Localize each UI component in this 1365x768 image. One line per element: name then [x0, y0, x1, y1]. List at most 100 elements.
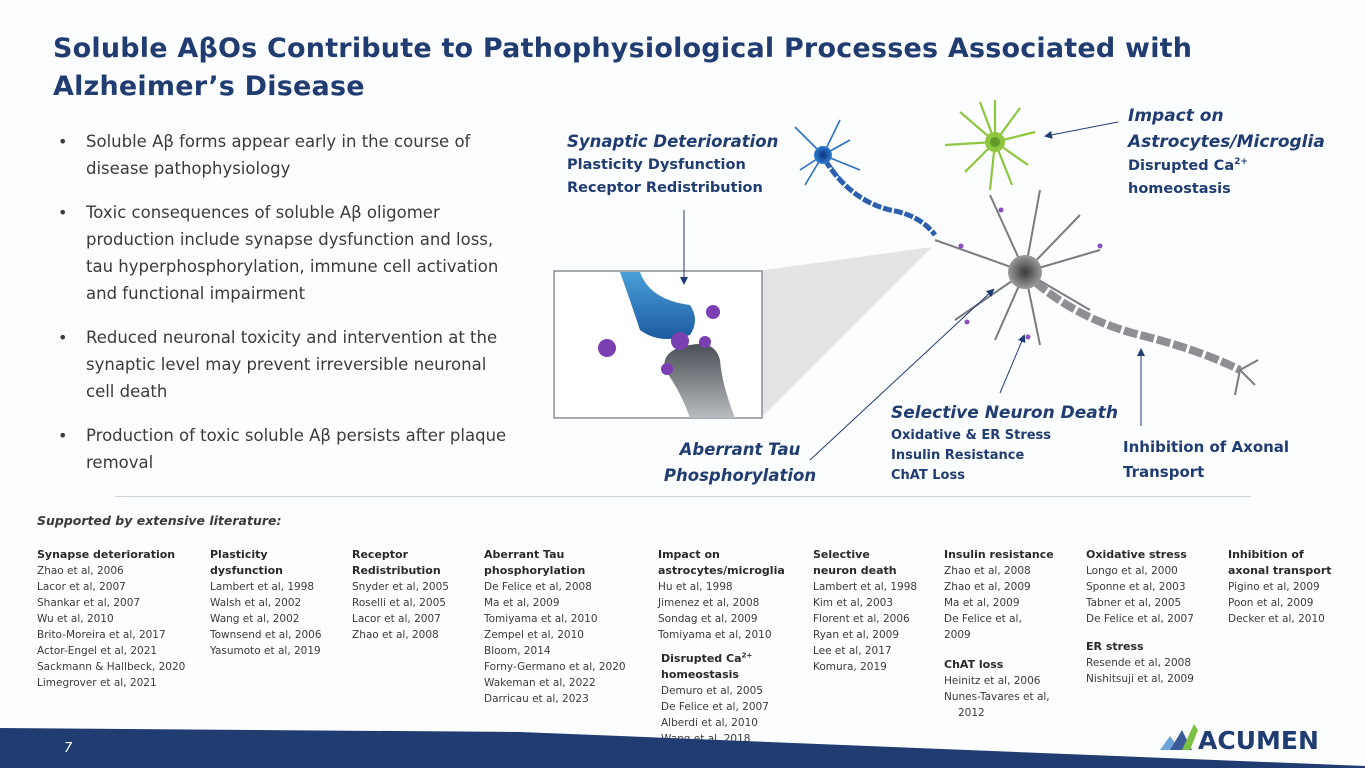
literature-column: Insulin resistance Zhao et al, 2008 Zhao… — [944, 547, 1054, 729]
reference: Jimenez et al, 2008 — [658, 597, 760, 609]
literature-group: Inhibition of axonal transport Pigino et… — [1228, 547, 1332, 627]
bullet-dot-icon: • — [58, 426, 68, 445]
astro-arrow — [1044, 121, 1119, 139]
reference: Alberdi et al, 2010 — [661, 717, 758, 729]
group-title: homeostasis — [661, 668, 739, 681]
reference: Roselli et al, 2005 — [352, 597, 446, 609]
callout-line: Inhibition of Axonal — [1123, 438, 1290, 456]
group-title: ER stress — [1086, 640, 1144, 653]
group-title: Impact on — [658, 548, 720, 561]
literature-group: Receptor Redistribution Snyder et al, 20… — [352, 547, 449, 643]
reference: Wu et al, 2010 — [37, 613, 114, 625]
reference: Nunes-Tavares et al, — [944, 691, 1050, 703]
literature-group: ChAT loss Heinitz et al, 2006 Nunes-Tava… — [944, 657, 1054, 721]
reference: Yasumoto et al, 2019 — [210, 645, 321, 657]
literature-column: Receptor Redistribution Snyder et al, 20… — [352, 547, 449, 651]
reference: Bloom, 2014 — [484, 645, 551, 657]
bullet-text: Production of toxic soluble Aβ persists … — [86, 426, 507, 472]
reference: Lambert et al, 1998 — [813, 581, 918, 593]
reference: Zhao et al, 2009 — [944, 581, 1031, 593]
reference: De Felice et al, 2007 — [1086, 613, 1194, 625]
reference: Tomiyama et al, 2010 — [484, 613, 598, 625]
callout-heading: Astrocytes/Microglia — [1128, 132, 1325, 152]
literature-column: Synapse deterioration Zhao et al, 2006 L… — [37, 547, 185, 699]
callout-astrocytes: Impact on Astrocytes/Microglia Disrupted… — [1128, 103, 1325, 201]
group-title: axonal transport — [1228, 564, 1332, 577]
reference: Lacor et al, 2007 — [37, 581, 126, 593]
reference: Ma et al, 2009 — [944, 597, 1020, 609]
reference: Longo et al, 2000 — [1086, 565, 1178, 577]
group-title-text: Disrupted Ca — [661, 652, 742, 665]
literature-column: Aberrant Tau phosphorylation De Felice e… — [484, 547, 626, 715]
reference: Nishitsuji et al, 2009 — [1086, 673, 1194, 685]
group-title: Inhibition of — [1228, 548, 1304, 561]
reference: Actor-Engel et al, 2021 — [37, 645, 158, 657]
reference: Sondag et al, 2009 — [658, 613, 758, 625]
bullet-dot-icon: • — [58, 132, 68, 151]
callout-synaptic-deterioration: Synaptic Deterioration Plasticity Dysfun… — [567, 130, 778, 200]
group-title: Disrupted Ca2+ — [661, 651, 785, 667]
reference: Darricau et al, 2023 — [484, 693, 589, 705]
group-title: phosphorylation — [484, 564, 586, 577]
reference: Walsh et al, 2002 — [210, 597, 302, 609]
callout-line: Transport — [1123, 463, 1205, 481]
callout-aberrant-tau: Aberrant Tau Phosphorylation — [660, 437, 820, 489]
acumen-logo-text: ACUMEN — [1198, 726, 1319, 755]
reference: Townsend et al, 2006 — [210, 629, 322, 641]
literature-group: Insulin resistance Zhao et al, 2008 Zhao… — [944, 547, 1054, 643]
callout-heading: Synaptic Deterioration — [567, 132, 779, 151]
group-title: dysfunction — [210, 564, 283, 577]
reference: Ryan et al, 2009 — [813, 629, 900, 641]
astrocyte-icon — [944, 100, 1036, 191]
literature-column: Impact on astrocytes/microglia Hu et al,… — [658, 547, 785, 755]
bullet-dot-icon: • — [58, 203, 68, 222]
callout-line: Oxidative & ER Stress — [891, 428, 1052, 443]
group-title: Plasticity — [210, 548, 268, 561]
reference: Wang et al, 2002 — [210, 613, 300, 625]
presynaptic-terminal — [620, 272, 695, 339]
reference: Snyder et al, 2005 — [352, 581, 449, 593]
group-title: neuron death — [813, 564, 897, 577]
group-title: Synapse deterioration — [37, 548, 176, 561]
literature-group: Disrupted Ca2+ homeostasis Demuro et al,… — [658, 651, 785, 747]
group-title: Oxidative stress — [1086, 548, 1187, 561]
reference: De Felice et al, 2007 — [661, 701, 769, 713]
reference: Limegrover et al, 2021 — [37, 677, 157, 689]
reference: Decker et al, 2010 — [1228, 613, 1325, 625]
reference: Sponne et al, 2003 — [1086, 581, 1186, 593]
synapse-inset — [553, 270, 763, 419]
gray-neuron-soma — [1008, 255, 1042, 289]
callout-heading: Impact on — [1128, 106, 1224, 126]
callout-selective-neuron-death: Selective Neuron Death Oxidative & ER St… — [891, 400, 1118, 486]
literature-group: Impact on astrocytes/microglia Hu et al,… — [658, 547, 785, 643]
reference: Wakeman et al, 2022 — [484, 677, 596, 689]
reference: Brito-Moreira et al, 2017 — [37, 629, 166, 641]
reference: Hu et al, 1998 — [658, 581, 733, 593]
reference: Resende et al, 2008 — [1086, 657, 1191, 669]
postsynaptic-terminal — [664, 344, 735, 418]
group-title: Insulin resistance — [944, 548, 1054, 561]
superscript: 2+ — [741, 651, 753, 660]
reference: Florent et al, 2006 — [813, 613, 910, 625]
bullet-item: • Production of toxic soluble Aβ persists… — [58, 422, 508, 476]
group-title: Selective — [813, 548, 870, 561]
literature-column: Inhibition of axonal transport Pigino et… — [1228, 547, 1332, 635]
reference: Zempel et al, 2010 — [484, 629, 584, 641]
reference: Heinitz et al, 2006 — [944, 675, 1041, 687]
reference: De Felice et al, 2008 — [484, 581, 592, 593]
reference: Tomiyama et al, 2010 — [658, 629, 772, 641]
reference: Kim et al, 2003 — [813, 597, 894, 609]
reference: Zhao et al, 2006 — [37, 565, 124, 577]
reference: Zhao et al, 2008 — [352, 629, 439, 641]
callout-line: ChAT Loss — [891, 468, 965, 483]
reference: Poon et al, 2009 — [1228, 597, 1314, 609]
group-title: astrocytes/microglia — [658, 564, 785, 577]
slide-title: Soluble AβOs Contribute to Pathophysiolo… — [53, 33, 1193, 102]
callout-line: homeostasis — [1128, 181, 1231, 197]
reference: Zhao et al, 2008 — [944, 565, 1031, 577]
callout-line: Disrupted Ca2+ — [1128, 155, 1325, 178]
reference: Demuro et al, 2005 — [661, 685, 763, 697]
bullet-text: Toxic consequences of soluble Aβ oligome… — [86, 203, 499, 303]
reference: Forny-Germano et al, 2020 — [484, 661, 626, 673]
blue-neuron-soma — [814, 146, 832, 164]
